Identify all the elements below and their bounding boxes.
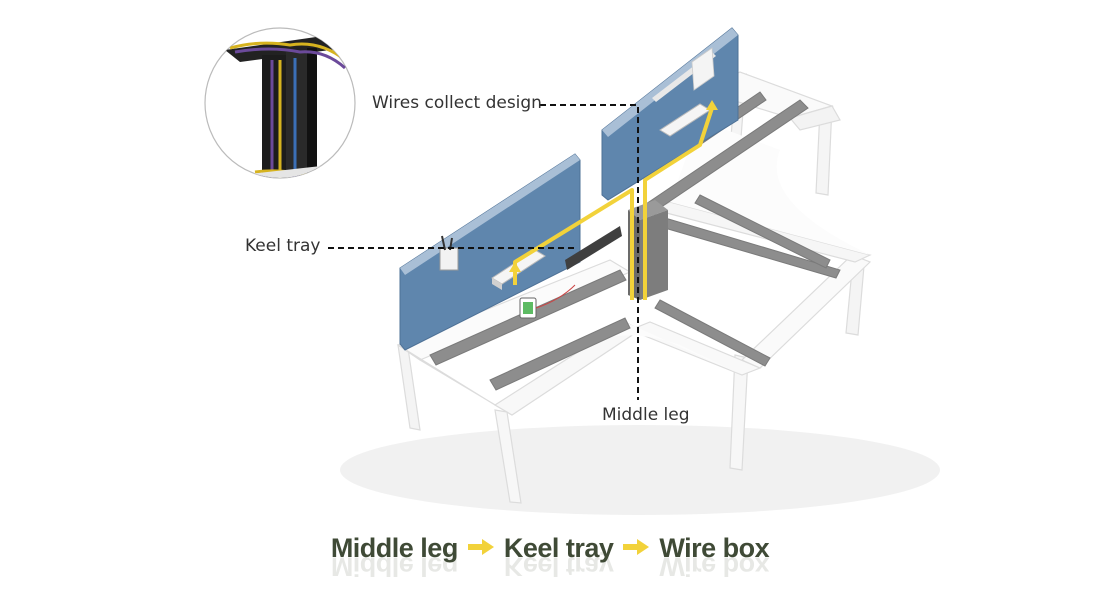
desk-accessories bbox=[439, 103, 711, 319]
wire-route-path bbox=[509, 100, 718, 300]
support-beams bbox=[429, 91, 841, 391]
flow-step-wire-box: Wire box bbox=[659, 533, 770, 564]
flow-step-keel-tray: Keel tray bbox=[503, 533, 614, 564]
middle-leg-label: Middle leg bbox=[602, 405, 690, 425]
reflection-spacer bbox=[623, 560, 649, 576]
keel-tray-label: Keel tray bbox=[245, 236, 321, 256]
floor-shadow bbox=[340, 425, 940, 515]
right-arrow-icon bbox=[623, 538, 650, 555]
callout-leaders bbox=[328, 104, 639, 400]
reflection-spacer bbox=[468, 560, 494, 576]
pen-holder-icon bbox=[439, 247, 459, 271]
flow-reflection: Middle leg Keel tray Wire box bbox=[0, 550, 1100, 582]
cable-management-inset-image bbox=[204, 27, 356, 179]
privacy-panels bbox=[399, 27, 739, 351]
right-arrow-icon bbox=[467, 538, 494, 555]
flow-step-middle-leg: Middle leg bbox=[330, 533, 459, 564]
flow-reflection-wire-box: Wire box bbox=[659, 551, 770, 581]
flow-reflection-middle-leg: Middle leg bbox=[330, 551, 458, 581]
flow-row: Middle leg Keel tray Wire box bbox=[0, 532, 1100, 564]
flow-reflection-keel-tray: Keel tray bbox=[503, 551, 614, 581]
wires-collect-label: Wires collect design bbox=[372, 93, 542, 113]
